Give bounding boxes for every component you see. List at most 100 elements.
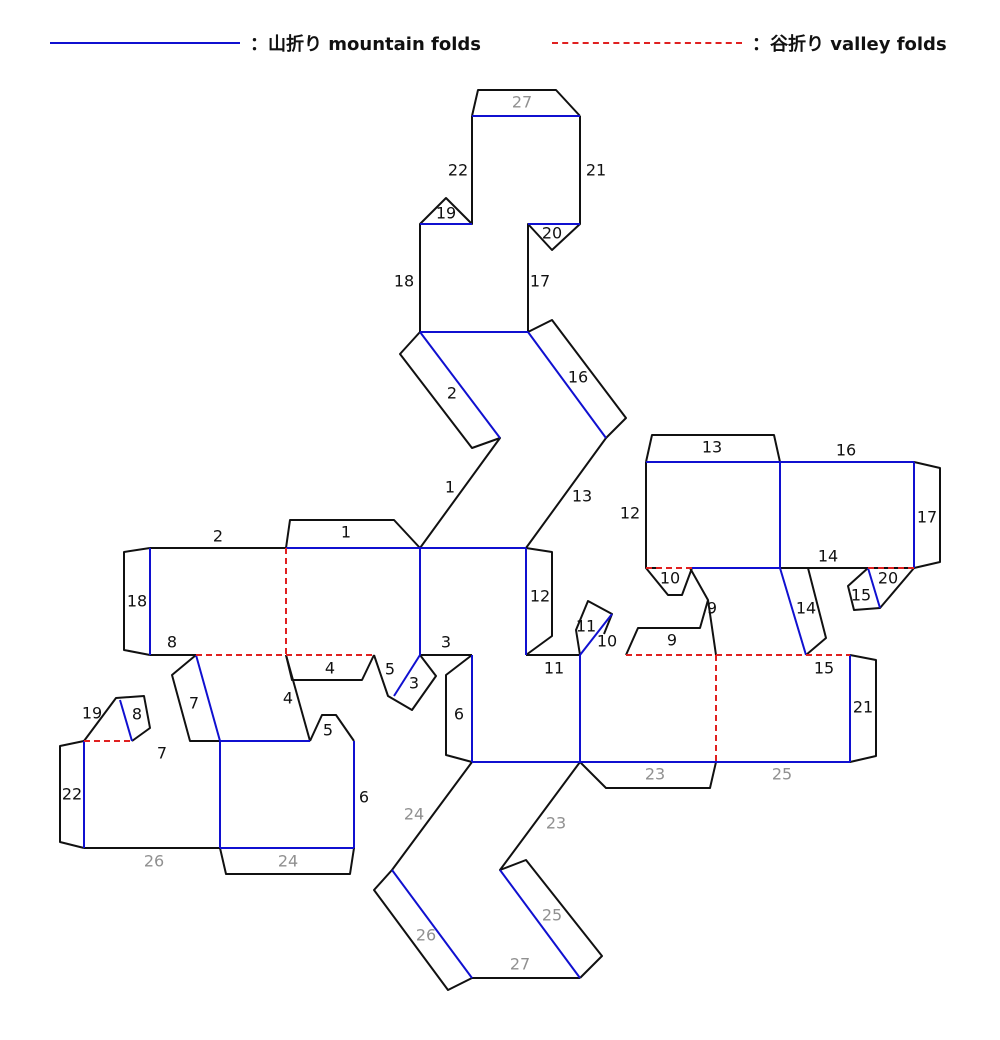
- upper-right-left: [645, 462, 662, 569]
- mfold: [119, 699, 133, 742]
- tab-13: [645, 434, 781, 463]
- edge-label: 1: [445, 478, 455, 497]
- tab-14: [805, 567, 827, 656]
- edge-label: 8: [132, 705, 142, 724]
- edge-label: 25: [772, 765, 792, 784]
- legend-mountain-label: ：山折り mountain folds: [250, 34, 481, 55]
- top-tab-27: [471, 89, 581, 117]
- cut-lines: [59, 89, 941, 991]
- tab-18-left: [123, 547, 151, 656]
- edge-label: 24: [404, 805, 424, 824]
- mfold: [867, 567, 881, 609]
- edge-label: 23: [546, 814, 566, 833]
- edge-label: 2: [213, 527, 223, 546]
- mfold: [419, 331, 501, 439]
- edge-label: 13: [572, 487, 592, 506]
- edge-label: 22: [62, 785, 82, 804]
- edge-label: 22: [448, 161, 468, 180]
- tab-19-8: [83, 695, 151, 742]
- valley-fold-lines: [84, 548, 914, 762]
- mfold: [391, 869, 473, 979]
- edge-label: 9: [707, 599, 717, 618]
- edge-label: 21: [853, 698, 873, 717]
- edge-label: 17: [530, 272, 550, 291]
- edge-label: 10: [597, 632, 617, 651]
- edge-label: 26: [416, 926, 436, 945]
- mfold: [393, 654, 421, 697]
- edge-label: 18: [394, 272, 414, 291]
- tab-6: [445, 654, 473, 763]
- edge-label: 21: [586, 161, 606, 180]
- edge-label: 23: [645, 765, 665, 784]
- edge-label: 11: [544, 659, 564, 678]
- edge-labels: 27 22 21 19 20 18 17 2 16 13 16 1 13 12 …: [62, 93, 937, 974]
- tab-1: [285, 519, 421, 549]
- edge-label: 20: [878, 569, 898, 588]
- edge-label: 4: [325, 659, 335, 678]
- legend-mountain-line: [50, 42, 240, 44]
- edge-label: 13: [702, 438, 722, 457]
- tab-23: [579, 761, 717, 789]
- edge-label: 3: [441, 633, 451, 652]
- edge-label: 12: [620, 504, 640, 523]
- edge-label: 14: [796, 599, 816, 618]
- edge-label: 3: [409, 674, 419, 693]
- edge-label: 16: [568, 368, 588, 387]
- tab-17: [913, 461, 941, 569]
- mfold: [195, 654, 221, 742]
- edge-label: 27: [512, 93, 532, 112]
- edge-label: 20: [542, 224, 562, 243]
- tab-9: [625, 567, 709, 656]
- edge-label: 12: [530, 587, 550, 606]
- edge-label: 14: [818, 547, 838, 566]
- tab-22: [59, 740, 85, 849]
- tab-20: [527, 223, 581, 251]
- legend-valley-line: [552, 42, 742, 44]
- arm-24-26: [373, 761, 473, 991]
- mountain-fold-lines: [83, 115, 915, 979]
- edge-label: 15: [851, 586, 871, 605]
- edge-label: 1: [341, 523, 351, 542]
- edge-label: 5: [385, 660, 395, 679]
- edge-label: 25: [542, 906, 562, 925]
- legend-mountain: ：山折り mountain folds: [50, 28, 481, 58]
- edge-label: 26: [144, 852, 164, 871]
- edge-label: 5: [323, 721, 333, 740]
- legend-valley-label: ：谷折り valley folds: [752, 34, 947, 55]
- tab-4: [285, 654, 375, 681]
- tab-5-3: [373, 654, 437, 711]
- tab-19: [419, 197, 473, 225]
- arm-2-outline: [399, 331, 501, 549]
- legend-valley: ：谷折り valley folds: [552, 28, 947, 58]
- edge-label: 10: [660, 569, 680, 588]
- edge-label: 24: [278, 852, 298, 871]
- edge-9-right: [707, 599, 717, 656]
- edge-label: 16: [836, 441, 856, 460]
- mfold: [499, 869, 581, 979]
- tab-12: [525, 547, 553, 656]
- tab-11: [575, 600, 613, 656]
- edge-label: 4: [283, 689, 293, 708]
- mfold: [579, 613, 613, 656]
- edge-label: 17: [917, 508, 937, 527]
- edge-label: 7: [189, 694, 199, 713]
- tab-15-20: [847, 567, 915, 611]
- mfold: [779, 567, 807, 656]
- edge-label: 19: [436, 204, 456, 223]
- edge-label: 6: [454, 705, 464, 724]
- edge-label: 27: [510, 955, 530, 974]
- edge-label: 7: [157, 744, 167, 763]
- edge-label: 15: [814, 659, 834, 678]
- tab-5-small: [309, 714, 355, 742]
- edge-label: 19: [82, 704, 102, 723]
- tab-10: [645, 567, 693, 596]
- tab-7-left: [171, 654, 220, 742]
- arm-16-outline: [525, 319, 627, 549]
- edge-label: 8: [167, 633, 177, 652]
- edge-label: 11: [576, 617, 596, 636]
- arm-23-25: [499, 761, 603, 979]
- edge-label: 2: [447, 384, 457, 403]
- edge-label: 9: [667, 631, 677, 650]
- edge-label: 6: [359, 788, 369, 807]
